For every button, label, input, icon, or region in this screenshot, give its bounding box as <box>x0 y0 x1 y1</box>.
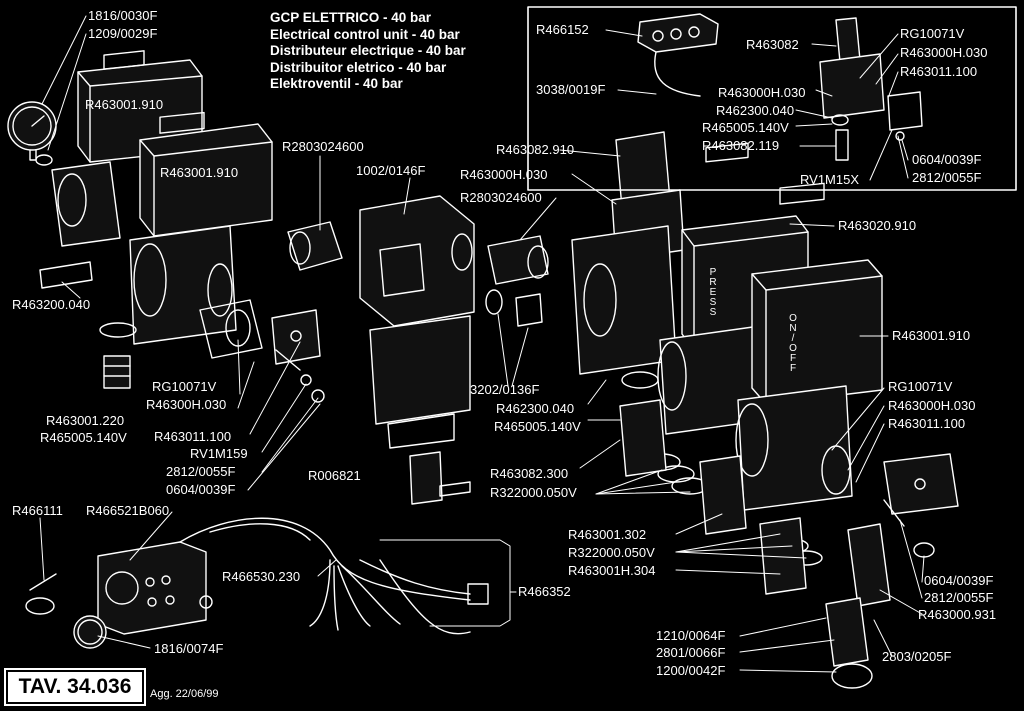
part-label: R463001.910 <box>85 97 164 112</box>
inset-part-label: R465005.140V <box>702 120 789 135</box>
inset-part-label: 0604/0039F <box>912 152 982 167</box>
part-label: R46300H.030 <box>146 397 227 412</box>
proportional-valve-unit <box>571 131 685 375</box>
part-label: RG10071V <box>152 379 217 394</box>
part-label: R466521B060 <box>86 503 170 518</box>
o-ring-and-fitting-left <box>99 322 137 389</box>
title-line-portuguese: Distribuitor eletrico - 40 bar <box>270 59 447 75</box>
part-label: 1210/0064F <box>656 628 726 643</box>
part-label: R463001.302 <box>568 527 647 542</box>
part-label: R2803024600 <box>282 139 364 154</box>
part-label: 1200/0042F <box>656 663 726 678</box>
cable-harness <box>179 517 489 635</box>
inset-part-label: R463082.119 <box>702 138 780 153</box>
title-line-french: Distributeur electrique - 40 bar <box>270 43 466 58</box>
part-label: 2812/0055F <box>166 464 236 479</box>
part-label: 2803/0205F <box>882 649 952 664</box>
part-label: R463001H.304 <box>568 563 656 578</box>
inset-part-label: 3038/0019F <box>536 82 606 97</box>
table-number: TAV. 34.036 <box>4 668 146 706</box>
inset-part-label: R463011.100 <box>900 64 978 79</box>
part-label: R462300.040 <box>496 401 575 416</box>
inset-part-label: RG10071V <box>900 26 965 41</box>
pressure-gauge-small <box>25 573 107 649</box>
part-label: R463082.910 <box>496 142 575 157</box>
inset-part-label: R463000H.030 <box>718 85 806 100</box>
part-label: R463011.100 <box>154 429 232 444</box>
part-label: R466111 <box>12 503 63 518</box>
part-label: R322000.050V <box>490 485 577 500</box>
part-label: R463200.040 <box>12 297 91 312</box>
part-label: R463001.220 <box>46 413 125 428</box>
elbow-fittings <box>825 523 935 689</box>
revision-date: Agg. 22/06/99 <box>150 688 219 700</box>
fitting-nipple-centre <box>287 221 343 271</box>
title-line-italian: GCP ELETTRICO - 40 bar <box>270 10 432 25</box>
solenoid-unit-onoff <box>735 182 883 511</box>
title-block: GCP ELETTRICO - 40 bar Electrical contro… <box>270 10 466 93</box>
leader-lines <box>39 15 925 673</box>
filter-body <box>359 195 475 449</box>
inset-part-label: 2812/0055F <box>912 170 982 185</box>
mounting-bracket-left <box>271 309 325 403</box>
control-box <box>97 541 213 635</box>
part-label: 2801/0066F <box>656 645 726 660</box>
part-label: 1002/0146F <box>356 163 426 178</box>
part-label: R463000H.030 <box>888 398 976 413</box>
inset-part-label: R462300.040 <box>716 103 795 118</box>
part-label: RG10071V <box>888 379 953 394</box>
part-label: R463020.910 <box>838 218 917 233</box>
title-line-german: Elektroventil - 40 bar <box>270 76 403 91</box>
part-label: RV1M159 <box>190 446 248 461</box>
part-label: R465005.140V <box>40 430 127 445</box>
part-label: 2812/0055F <box>924 590 994 605</box>
title-line-english: Electrical control unit - 40 bar <box>270 26 460 42</box>
inset-part-label: R463082 <box>746 37 799 52</box>
part-label: R466352 <box>518 584 571 599</box>
tee-fittings <box>619 399 807 595</box>
fitting-nipple-centre-right <box>485 235 549 327</box>
inset-switch-box <box>637 13 719 97</box>
part-label: R465005.140V <box>494 419 581 434</box>
part-label: R2803024600 <box>460 190 542 205</box>
part-label: 1209/0029F <box>88 26 158 41</box>
part-label: 0604/0039F <box>166 482 236 497</box>
inset-part-label: R466152 <box>536 22 589 37</box>
pressure-gauge-large <box>7 101 57 166</box>
part-label: R322000.050V <box>568 545 655 560</box>
part-label: 3202/0136F <box>470 382 540 397</box>
part-label: R463000H.030 <box>460 167 548 182</box>
drain-tap <box>409 451 471 505</box>
part-label: R463001.910 <box>160 165 239 180</box>
inset-part-label: R463000H.030 <box>900 45 988 60</box>
part-label: R463011.100 <box>888 416 966 431</box>
part-label: 0604/0039F <box>924 573 994 588</box>
part-label: R466530.230 <box>222 569 301 584</box>
part-label: 1816/0074F <box>154 641 224 656</box>
part-label: R463000.931 <box>918 607 997 622</box>
part-label: R463001.910 <box>892 328 971 343</box>
solenoid-unit-left-front <box>129 111 273 359</box>
inset-valve <box>819 17 923 161</box>
mounting-bracket-right <box>883 453 959 527</box>
part-label: 1816/0030F <box>88 8 158 23</box>
part-label: R463082.300 <box>490 466 569 481</box>
inset-part-label: RV1M15X <box>800 172 860 187</box>
part-label: R006821 <box>308 468 361 483</box>
